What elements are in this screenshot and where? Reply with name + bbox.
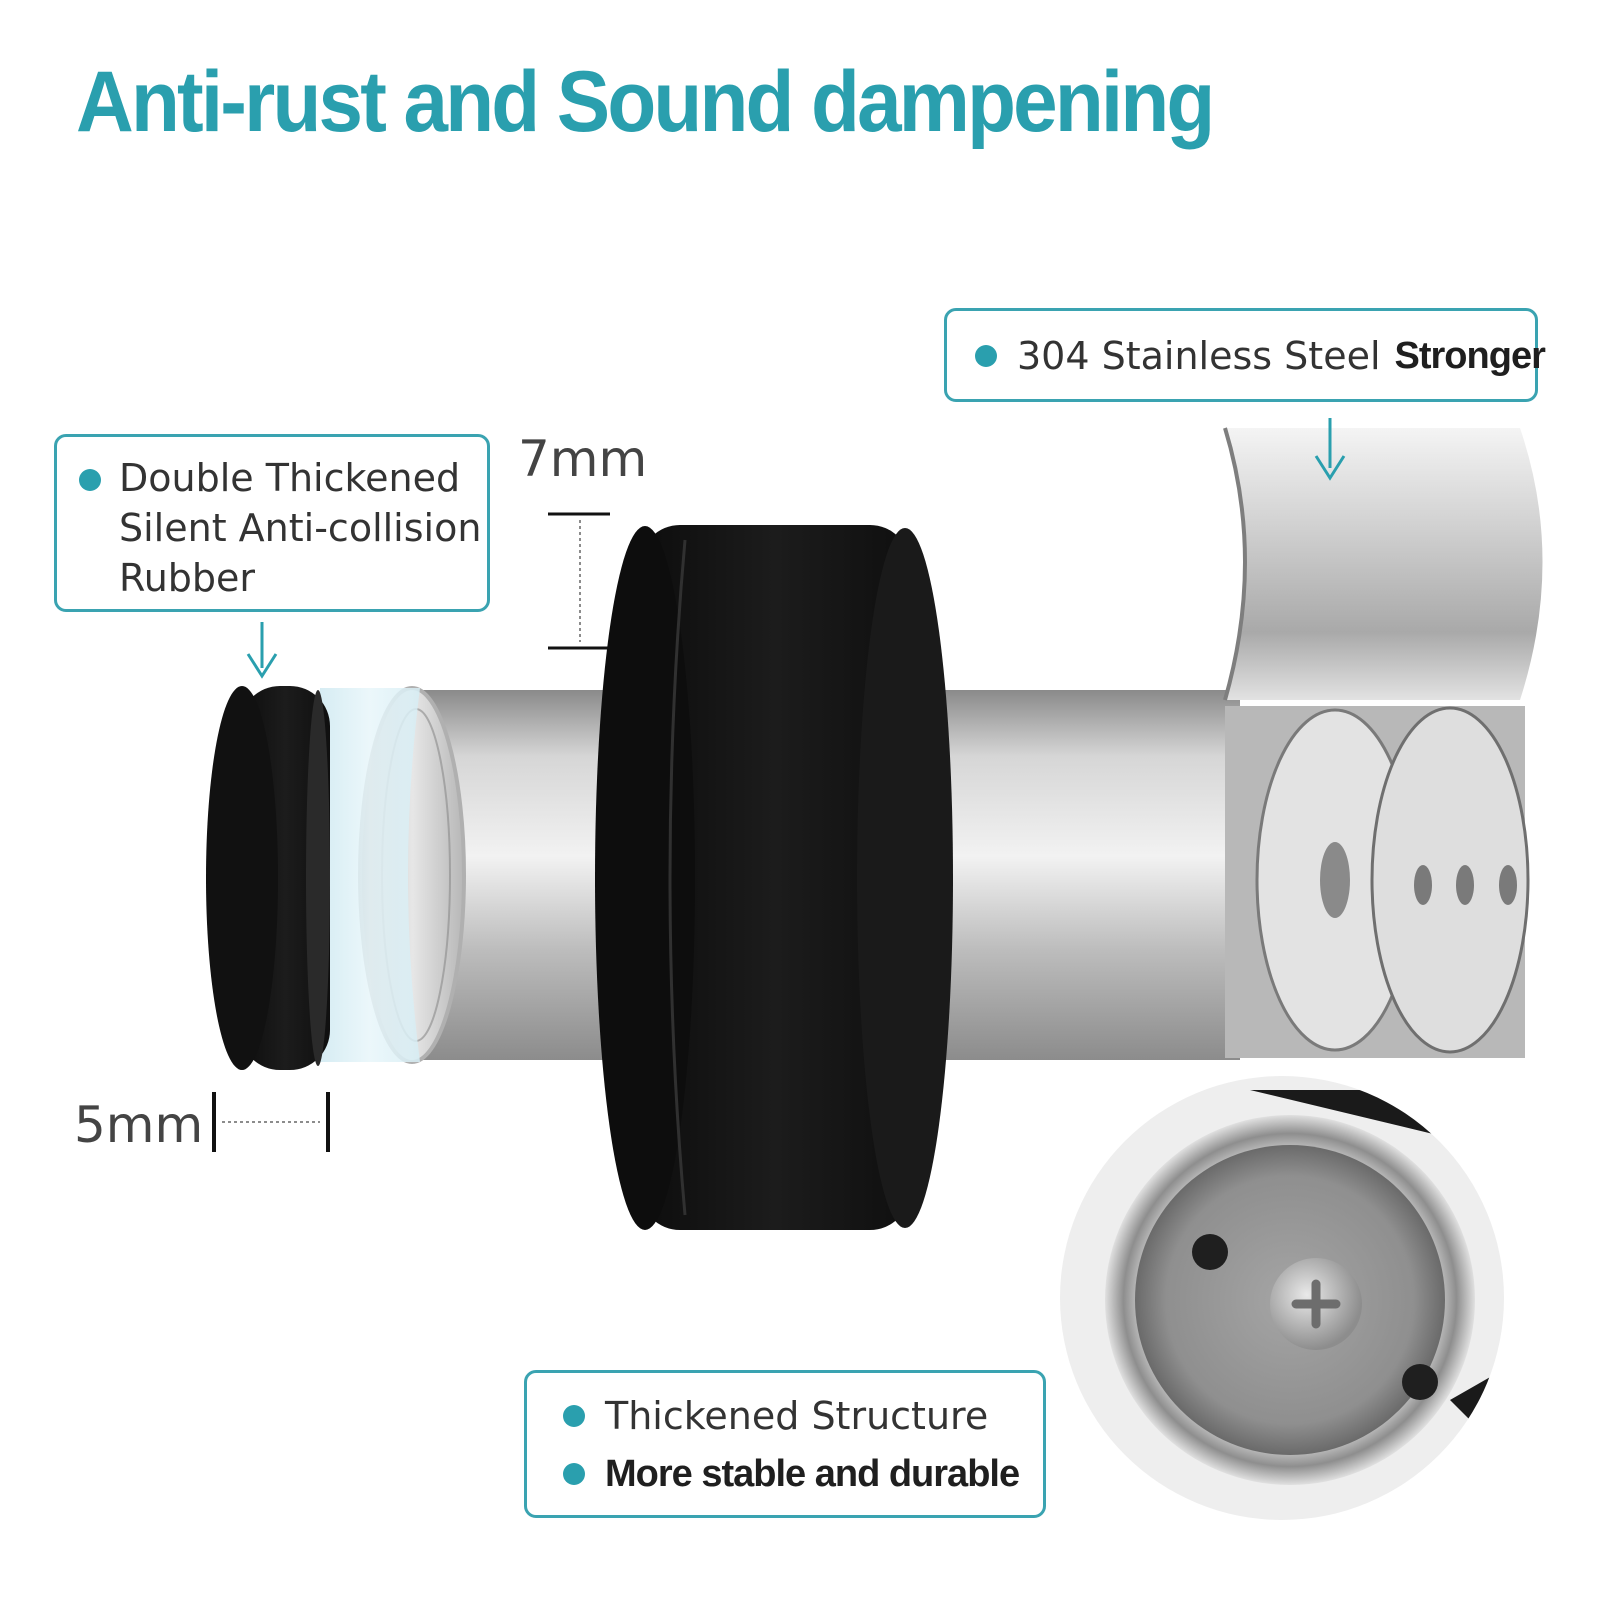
rubber-cap bbox=[206, 686, 330, 1070]
bullet-dot-icon bbox=[563, 1405, 585, 1427]
callout-structure-line-2: More stable and durable bbox=[605, 1453, 1020, 1495]
bullet-dot-icon bbox=[563, 1463, 585, 1485]
callout-steel-text: 304 Stainless Steel bbox=[1017, 334, 1381, 378]
callout-rubber-line-3: Rubber bbox=[119, 556, 256, 600]
dimension-5mm-label: 5mm bbox=[74, 1096, 204, 1154]
arrow-down-icon bbox=[246, 622, 278, 679]
bullet-dot-icon bbox=[79, 469, 101, 491]
callout-rubber-line-1: Double Thickened bbox=[119, 456, 461, 500]
headline: Anti-rust and Sound dampening bbox=[76, 54, 1215, 150]
clear-spacer bbox=[320, 688, 420, 1062]
arrow-down-icon bbox=[1314, 418, 1346, 481]
callout-structure: Thickened Structure More stable and dura… bbox=[524, 1370, 1046, 1518]
callout-stainless-steel: 304 Stainless Steel Stronger bbox=[944, 308, 1546, 402]
bullet-dot-icon bbox=[975, 345, 997, 367]
callout-steel-bold: Stronger bbox=[1394, 335, 1546, 377]
callout-rubber: Double Thickened Silent Anti-collision R… bbox=[54, 434, 490, 612]
dimension-5mm-marks bbox=[212, 1092, 330, 1152]
callout-rubber-line-2: Silent Anti-collision bbox=[119, 506, 482, 550]
base-section bbox=[1225, 706, 1530, 1058]
dimension-7mm-label: 7mm bbox=[518, 430, 648, 488]
screw-icon bbox=[1270, 1258, 1362, 1350]
dimension-7mm-marks bbox=[548, 512, 610, 650]
rubber-ring bbox=[595, 525, 953, 1230]
steel-shell bbox=[1223, 427, 1543, 701]
callout-structure-line-1: Thickened Structure bbox=[605, 1394, 989, 1438]
zoom-detail bbox=[1060, 1076, 1504, 1520]
